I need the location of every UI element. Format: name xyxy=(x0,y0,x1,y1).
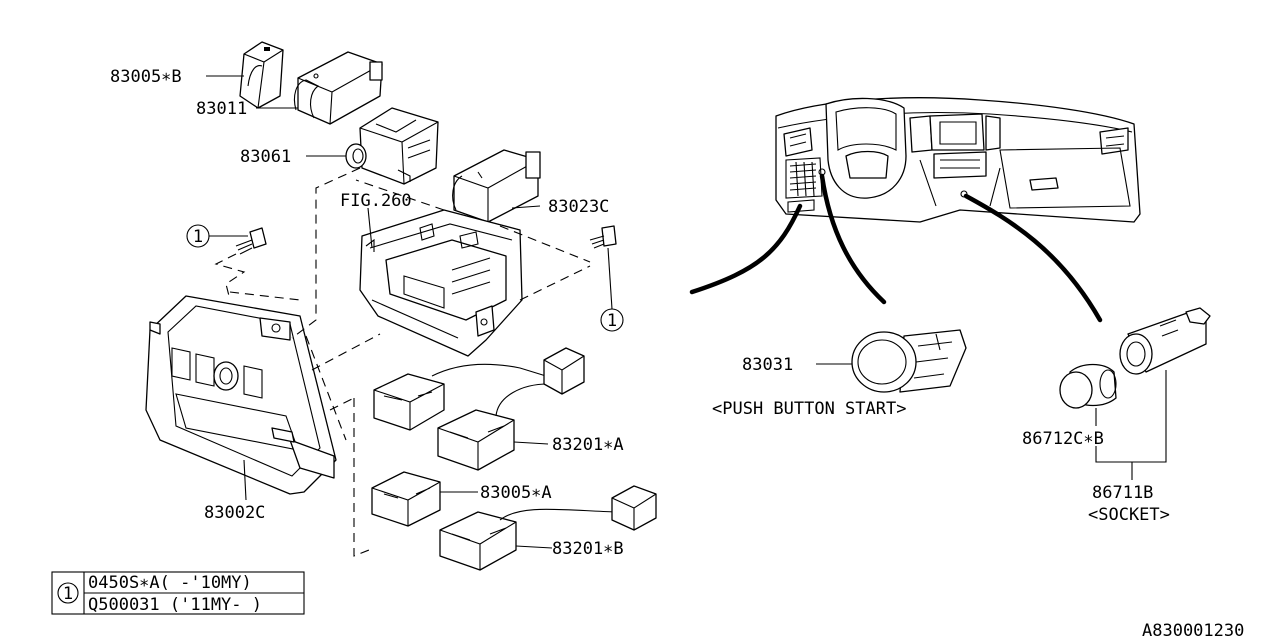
callout-number: 1 xyxy=(193,227,203,247)
label-83061: 83061 xyxy=(240,147,291,167)
screw-left xyxy=(235,227,267,255)
label-push-button-start: <PUSH BUTTON START> xyxy=(712,399,906,419)
label-83011: 83011 xyxy=(196,99,247,119)
assembly-dashed-lines xyxy=(214,167,591,557)
switch-83005b xyxy=(239,41,284,109)
switch-83061 xyxy=(345,107,439,185)
label-83005a: 83005∗A xyxy=(480,483,552,503)
screw-right xyxy=(589,225,617,249)
label-83002c: 83002C xyxy=(204,503,265,523)
dashboard-cables xyxy=(689,173,1103,323)
label-83023c: 83023C xyxy=(548,197,609,217)
label-83005b: 83005∗B xyxy=(110,67,182,87)
legend-callout-number: 1 xyxy=(63,584,73,604)
callout-1-right: 1 xyxy=(600,247,624,332)
switch-83201b xyxy=(439,485,657,571)
label-fig260: FIG.260 xyxy=(340,191,412,211)
switch-83011 xyxy=(293,51,383,125)
socket-86711b xyxy=(1095,307,1211,480)
legend-table: 1 0450S∗A( -'10MY) Q500031 ('11MY- ) xyxy=(51,571,305,615)
dashboard xyxy=(775,97,1141,223)
label-83201b: 83201∗B xyxy=(552,539,624,559)
switch-83023c xyxy=(452,149,541,223)
diagram-id: A830001230 xyxy=(1142,621,1244,640)
leader-lines-left xyxy=(206,75,553,549)
switch-83201a xyxy=(373,347,585,471)
socket-cap-86712cb xyxy=(1059,363,1117,426)
label-83031: 83031 xyxy=(742,355,793,375)
label-socket: <SOCKET> xyxy=(1088,505,1170,525)
label-86712cb: 86712C∗B xyxy=(1022,429,1104,449)
label-83201a: 83201∗A xyxy=(552,435,624,455)
switch-83005a xyxy=(371,471,441,527)
callout-number: 1 xyxy=(607,311,617,331)
push-button-start-83031 xyxy=(816,329,967,393)
panel-83002c xyxy=(145,295,337,495)
legend-row-1: 0450S∗A( -'10MY) xyxy=(88,573,252,593)
label-86711b: 86711B xyxy=(1092,483,1153,503)
callout-1-left: 1 xyxy=(186,224,248,248)
bracket-fig260 xyxy=(359,209,523,357)
legend-row-2: Q500031 ('11MY- ) xyxy=(88,595,262,615)
